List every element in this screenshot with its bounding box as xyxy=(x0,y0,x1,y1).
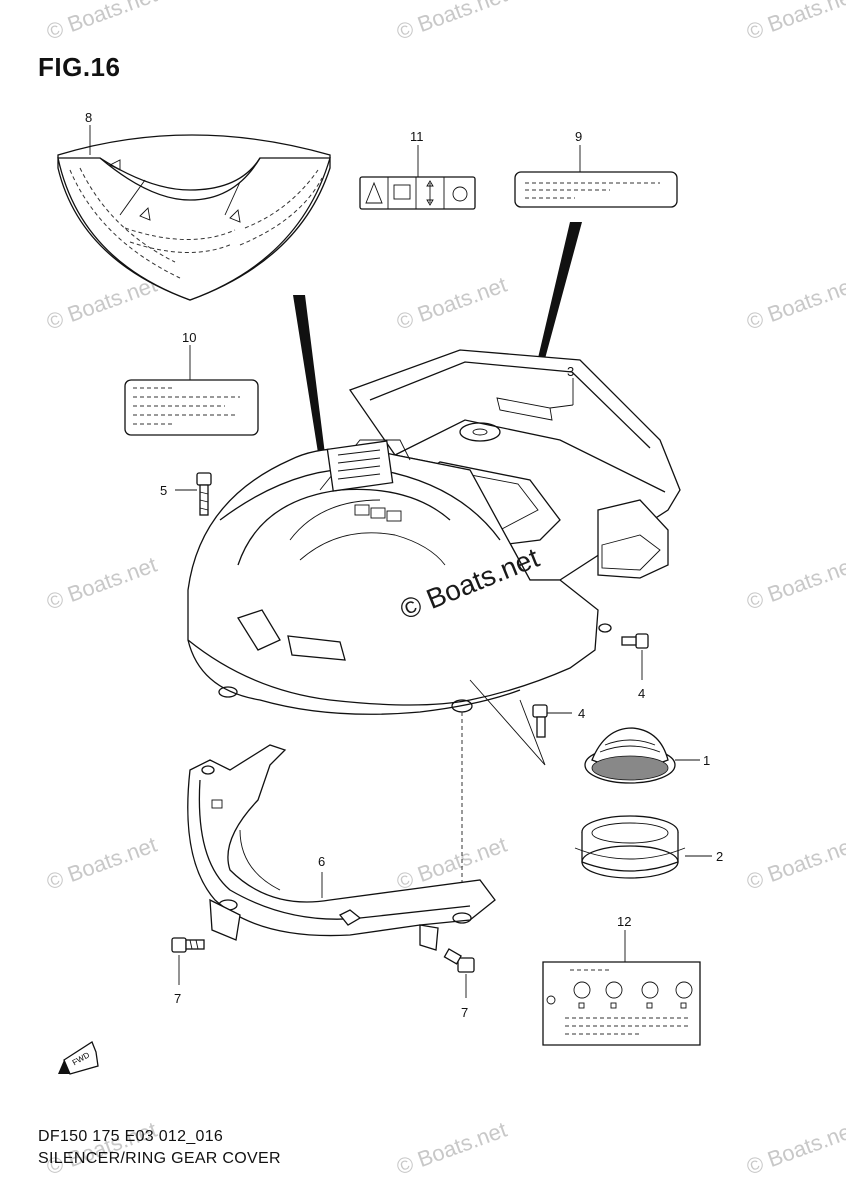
part-5-bolt: 5 xyxy=(160,472,212,516)
watermark: © Boats.net xyxy=(43,0,160,45)
label-placement-pointer xyxy=(530,222,582,392)
callout-3: 3 xyxy=(567,364,574,379)
label-symbol-icon xyxy=(641,981,659,999)
forward-direction-arrow: FWD xyxy=(58,1041,99,1075)
drawing-caption: SILENCER/RING GEAR COVER xyxy=(38,1150,281,1167)
part-1-screen-filter: 1 xyxy=(584,727,710,784)
label-symbol-icon xyxy=(675,981,693,999)
ring-gear-cover-body xyxy=(187,439,612,715)
watermark: © Boats.net xyxy=(743,552,846,615)
watermark: © Boats.net xyxy=(743,0,846,45)
callout-8: 8 xyxy=(85,110,92,125)
part-4-bolt-right: 4 xyxy=(621,633,649,701)
callout-4-center: 4 xyxy=(578,706,585,721)
leader-line xyxy=(469,679,546,766)
watermark: © Boats.net xyxy=(393,1117,510,1180)
callout-12: 12 xyxy=(617,914,631,929)
manual-book-icon xyxy=(393,184,411,200)
vertical-arrow-icon xyxy=(426,180,434,187)
callout-4-right: 4 xyxy=(638,686,645,701)
watermark: © Boats.net xyxy=(743,272,846,335)
watermark: © Boats.net xyxy=(43,1117,160,1180)
part-7-bolt-left: 7 xyxy=(171,937,205,1006)
label-symbol-icon xyxy=(573,981,591,999)
callout-7-right: 7 xyxy=(461,1005,468,1020)
part-9-label: 9 xyxy=(514,129,678,208)
watermark: © Boats.net xyxy=(43,552,160,615)
watermark: © Boats.net xyxy=(393,272,510,335)
watermark: © Boats.net xyxy=(743,1117,846,1180)
callout-6: 6 xyxy=(318,854,325,869)
part-10-label: 10 xyxy=(124,330,259,436)
callout-5: 5 xyxy=(160,483,167,498)
label-symbol-icon xyxy=(605,981,623,999)
watermark: © Boats.net xyxy=(43,272,160,335)
callout-7-left: 7 xyxy=(174,991,181,1006)
callout-1: 1 xyxy=(703,753,710,768)
part-7-bolt-right: 7 xyxy=(443,948,475,1020)
part-8-silencer-label: 8 xyxy=(57,110,331,301)
drawing-code: DF150 175 E03 012_016 xyxy=(38,1128,224,1145)
warning-icon xyxy=(365,181,383,204)
watermark: © Boats.net xyxy=(743,832,846,895)
label-placement-pointer xyxy=(293,295,328,478)
part-11-warning-pictogram-label: 11 xyxy=(359,129,476,210)
part-4-bolt-center: 4 xyxy=(532,704,585,738)
part-6-ring-gear-cover-plate: 6 xyxy=(187,744,496,951)
part-2-grommet: 2 xyxy=(574,815,723,879)
watermark: © Boats.net xyxy=(43,832,160,895)
dial-icon xyxy=(452,186,468,202)
callout-10: 10 xyxy=(182,330,196,345)
figure-title: FIG.16 xyxy=(38,52,121,82)
watermark: © Boats.net xyxy=(393,0,510,45)
callout-9: 9 xyxy=(575,129,582,144)
callout-11: 11 xyxy=(410,129,424,144)
part-12-label: 12 xyxy=(542,914,701,1046)
callout-2: 2 xyxy=(716,849,723,864)
